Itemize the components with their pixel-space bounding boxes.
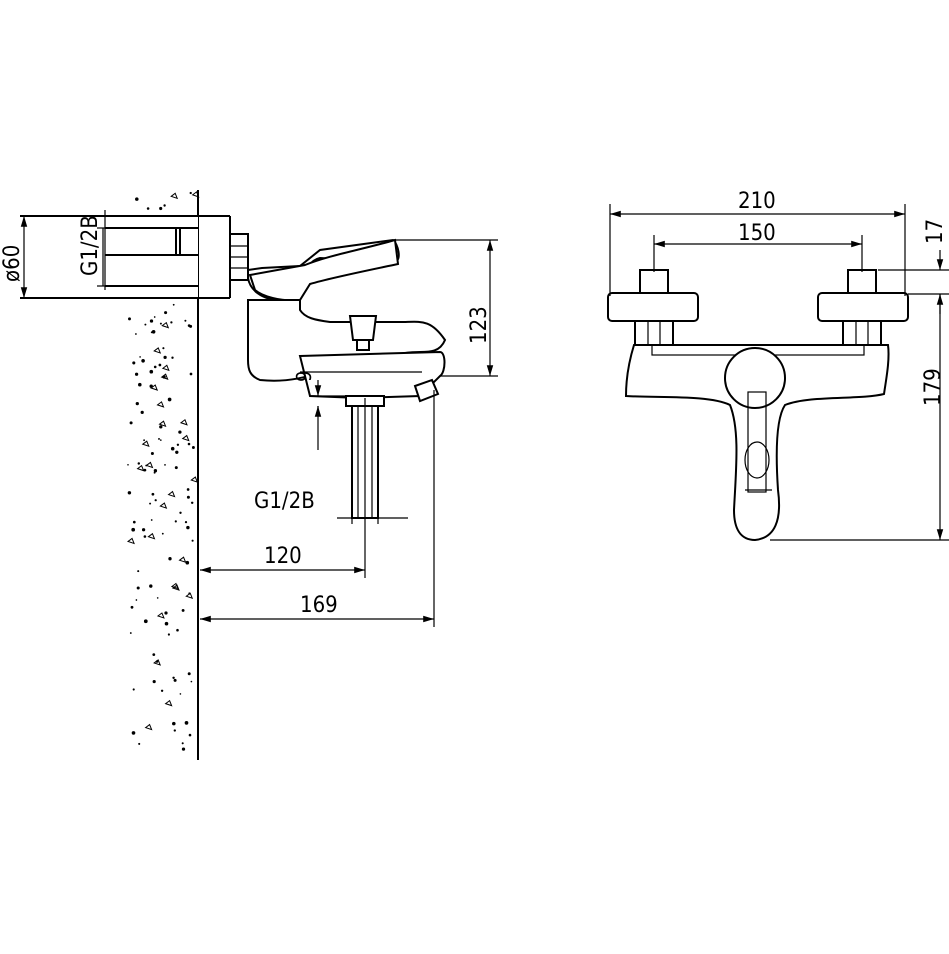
right-rosette [817,292,909,322]
diameter-label: ø60 [0,245,25,282]
dim-centre-distance: 150 [653,221,863,272]
dim-inlet-thread: G1/2B [78,215,110,287]
dim-overall-height: 179 [770,294,949,541]
spout-opening [744,441,770,479]
diverter-knob [348,315,378,341]
diverter-stem [356,339,370,351]
spout-reach-label: 120 [264,544,302,569]
lever-handle-top [248,238,400,302]
wall-section [126,190,200,760]
left-eccentric-pipe [639,269,669,295]
dim-offset: 9 [292,371,346,450]
aerator [413,378,440,403]
front-view: 210 150 17 179 [607,189,949,542]
dim-overall-width: 210 [609,189,906,296]
dim-outlet-thread: G1/2B [254,489,408,524]
outlet-thread-label: G1/2B [254,489,315,514]
left-nut [634,320,674,346]
offset-label: 9 [292,371,316,382]
top-offset-label: 17 [923,219,948,244]
dim-spout-reach: 120 [200,398,366,578]
dim-height: 123 [395,239,498,377]
dim-top-offset: 17 [878,219,949,314]
overall-width-label: 210 [738,189,776,214]
spout-outline [747,391,767,493]
dim-total-reach: 169 [200,390,435,627]
mixer-body-side [229,233,447,519]
concrete-hatch [126,191,200,751]
spout [298,350,446,400]
centre-distance-label: 150 [738,221,776,246]
left-connection [607,269,699,346]
side-view: G1/2B ø60 123 9 G1/2B [0,190,498,760]
total-reach-label: 169 [300,593,338,618]
inlet-thread-label: G1/2B [78,215,103,276]
lever-cap [724,347,786,409]
right-eccentric-pipe [847,269,877,295]
height-label: 123 [467,306,492,344]
left-rosette [607,292,699,322]
right-nut [842,320,882,346]
overall-height-label: 179 [921,368,946,406]
dim-diameter: ø60 [0,216,28,298]
right-connection [817,269,909,346]
